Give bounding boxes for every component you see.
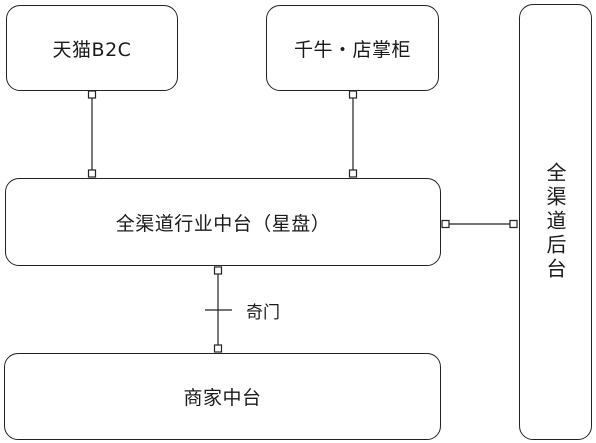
port-middle-right — [441, 219, 450, 229]
node-omni-middle-platform: 全渠道行业中台（星盘） — [5, 178, 441, 266]
node-omni-middle-label: 全渠道行业中台（星盘） — [115, 212, 331, 235]
port-tmall-bottom — [87, 90, 97, 99]
node-merchant-platform: 商家中台 — [4, 353, 441, 440]
node-merchant-label: 商家中台 — [183, 387, 262, 409]
node-omni-backend: 全渠道后台 — [519, 4, 592, 440]
node-tmall-label: 天猫B2C — [52, 38, 132, 61]
port-qianniu-bottom — [348, 90, 358, 99]
port-middle-top-left — [87, 169, 97, 178]
edge-qimen-label: 奇门 — [246, 303, 280, 323]
node-tmall-b2c: 天猫B2C — [6, 5, 178, 91]
node-qianniu-label: 千牛・店掌柜 — [293, 38, 411, 61]
node-qianniu: 千牛・店掌柜 — [266, 5, 439, 91]
port-backend-left — [509, 219, 518, 229]
port-merchant-top — [213, 344, 223, 353]
port-middle-top-right — [348, 169, 358, 178]
node-omni-backend-label: 全渠道后台 — [543, 162, 567, 282]
port-middle-bottom — [213, 266, 223, 275]
